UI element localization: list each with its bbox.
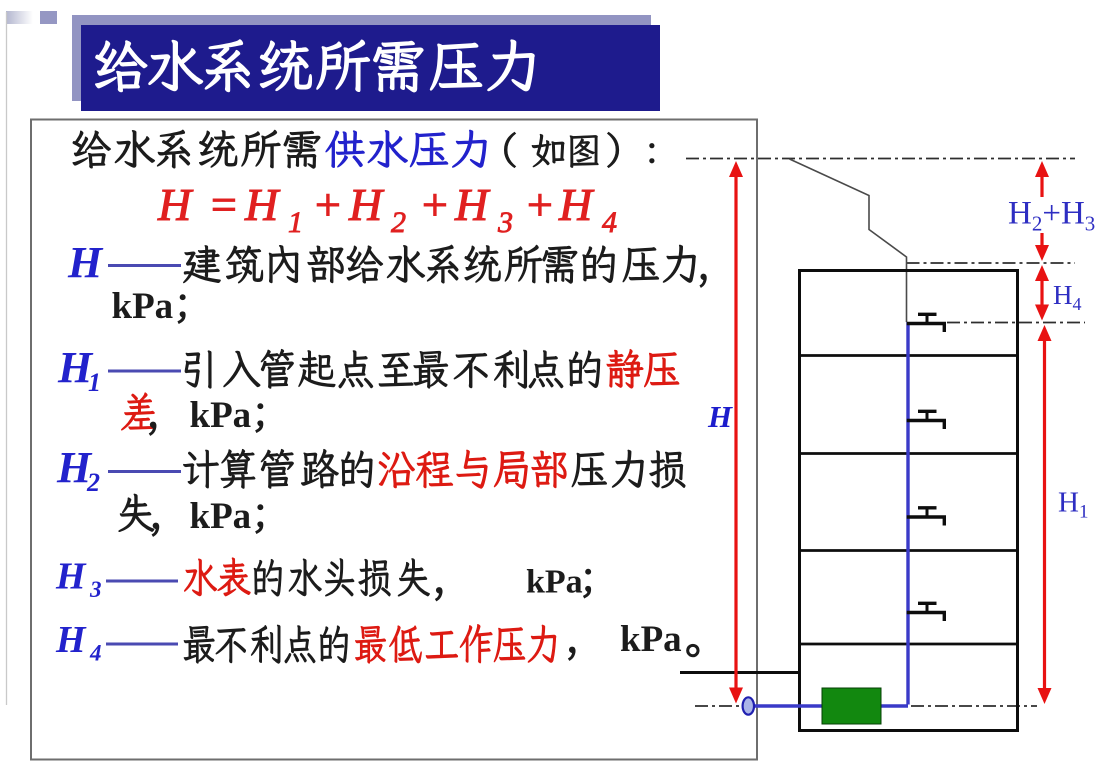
svg-text:+: + — [419, 179, 450, 230]
svg-text:H: H — [56, 443, 93, 492]
svg-text:4: 4 — [602, 206, 617, 239]
svg-text:3: 3 — [497, 206, 513, 239]
svg-text:H: H — [707, 399, 733, 434]
svg-text:3: 3 — [89, 577, 102, 602]
svg-text:kPa: kPa — [190, 395, 252, 436]
svg-text:H: H — [244, 179, 281, 230]
svg-text:kPa: kPa — [620, 619, 682, 660]
svg-text:kPa: kPa — [112, 286, 174, 327]
svg-text:4: 4 — [89, 641, 102, 666]
svg-text:1: 1 — [88, 368, 101, 397]
svg-text:H: H — [348, 179, 385, 230]
svg-text:1: 1 — [288, 206, 303, 239]
svg-text:H: H — [67, 238, 104, 287]
svg-text:H1: H1 — [1058, 487, 1088, 523]
svg-text:H: H — [55, 556, 87, 598]
svg-text:H: H — [57, 343, 94, 392]
svg-text:=: = — [208, 179, 239, 230]
svg-text:kPa: kPa — [526, 564, 583, 601]
svg-text:2: 2 — [391, 206, 406, 239]
svg-text:H: H — [454, 179, 491, 230]
svg-text:H: H — [558, 179, 595, 230]
svg-text:+: + — [312, 179, 343, 230]
svg-text:H4: H4 — [1053, 280, 1082, 314]
svg-text:kPa: kPa — [190, 496, 252, 537]
svg-text:+: + — [524, 179, 555, 230]
svg-text:H: H — [55, 619, 87, 661]
svg-text:H2+H3: H2+H3 — [1008, 196, 1095, 236]
svg-text:H: H — [157, 179, 194, 230]
svg-text:2: 2 — [86, 468, 100, 497]
